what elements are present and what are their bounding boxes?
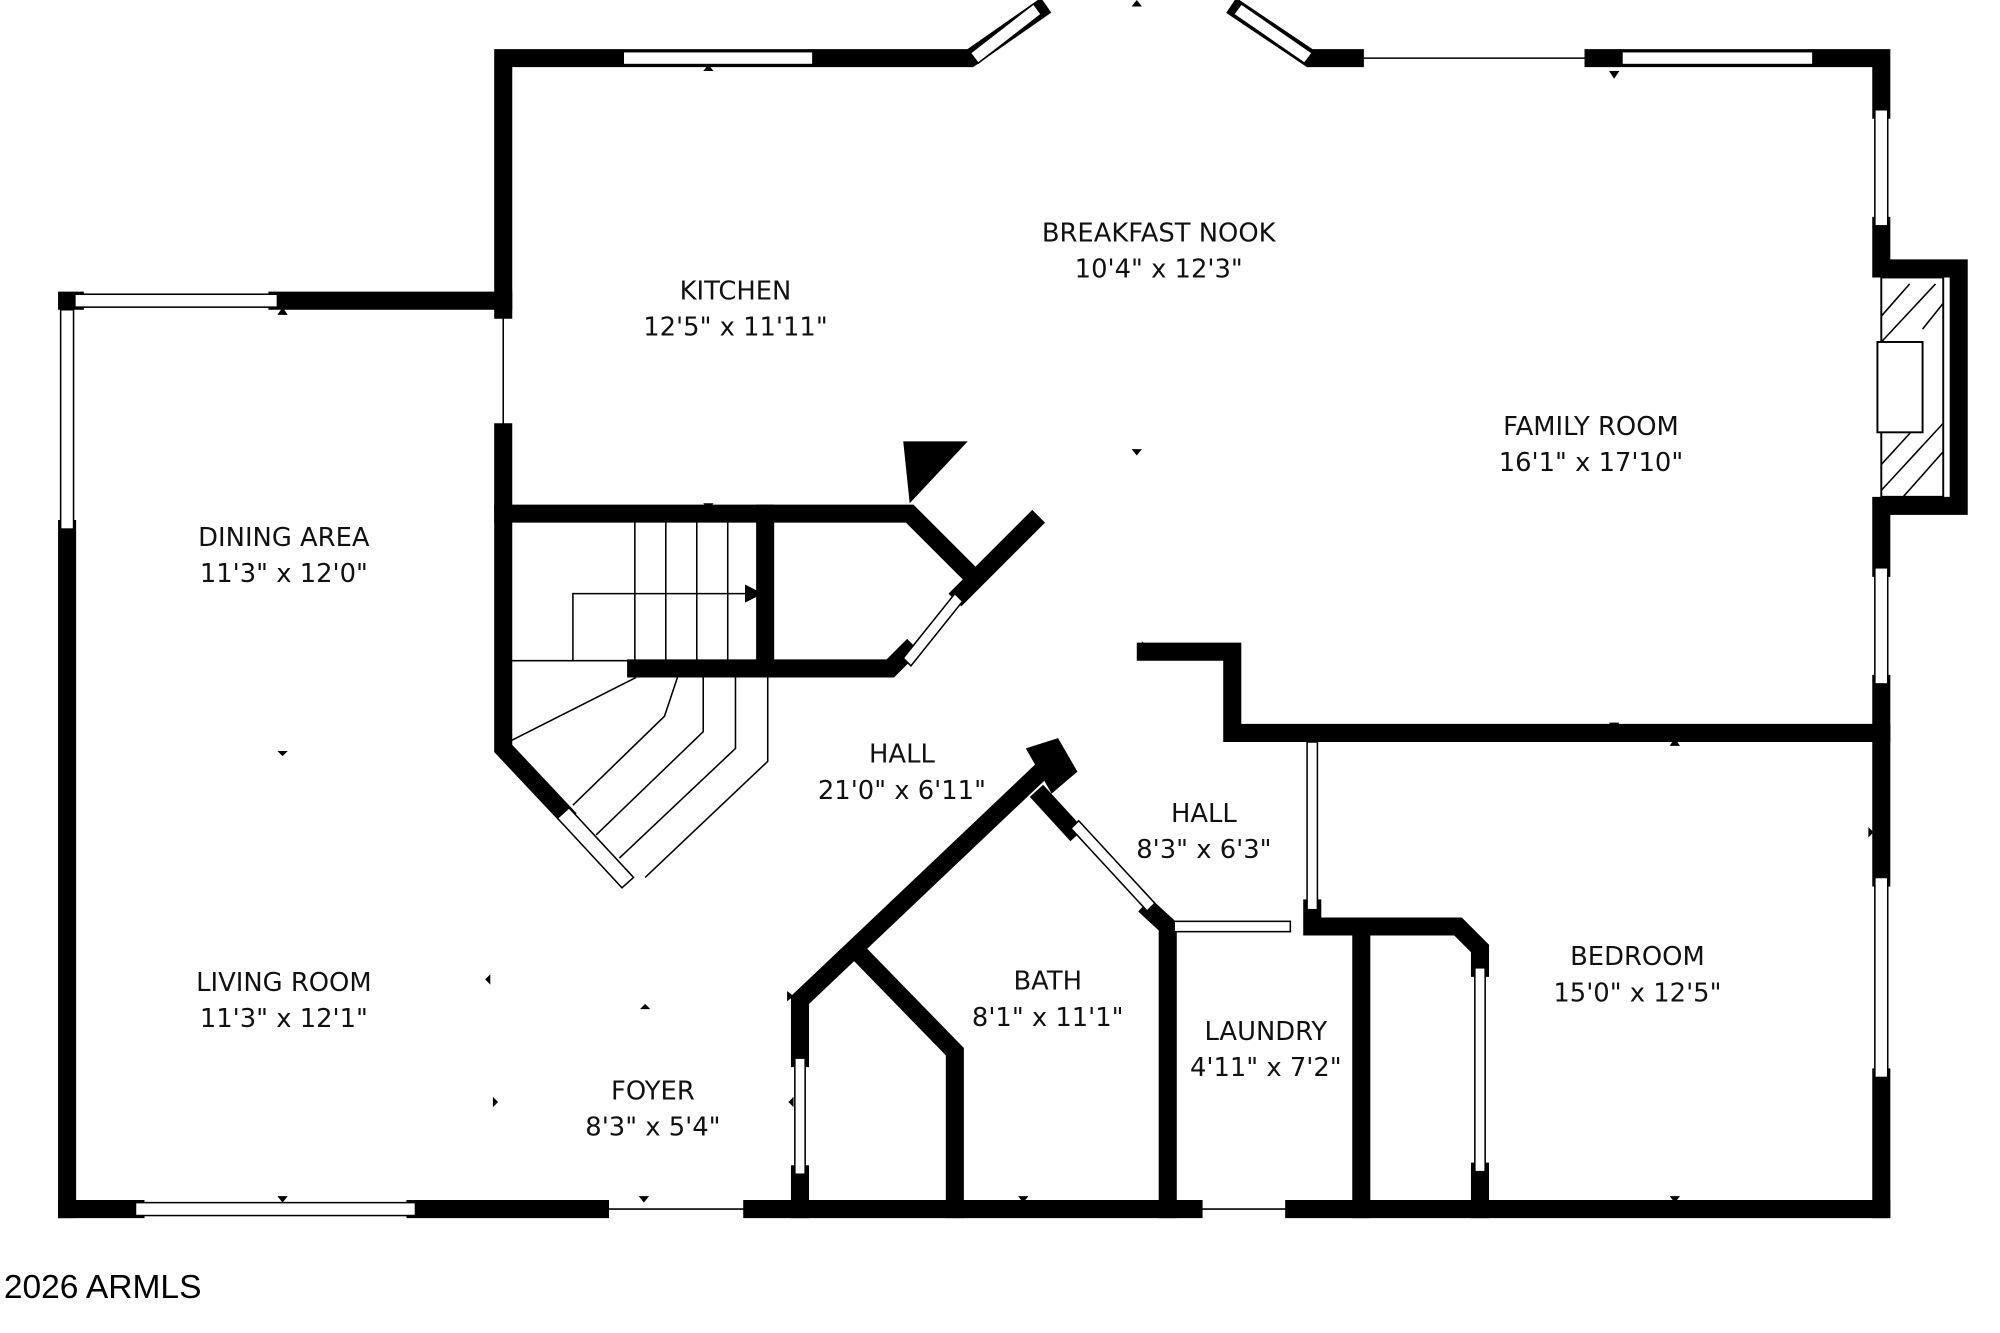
walls [58,0,1968,1219]
room-name: DINING AREA [198,523,370,553]
room-dims: 4'11" x 7'2" [1190,1053,1342,1083]
room-name: FAMILY ROOM [1503,412,1679,442]
room-name: LAUNDRY [1204,1017,1327,1047]
room-dims: 21'0" x 6'11" [818,776,986,806]
room-name: LIVING ROOM [196,968,372,998]
room-dims: 8'3" x 6'3" [1136,835,1271,865]
copyright-text: 2026 ARMLS [4,1269,202,1306]
room-dims: 10'4" x 12'3" [1075,254,1243,284]
room-dims: 8'1" x 11'1" [972,1003,1124,1033]
staircase [510,521,769,879]
room-name: HALL [1171,799,1237,829]
room-name: HALL [869,740,935,770]
room-name: BATH [1013,967,1082,997]
room-labels: BREAKFAST NOOK 10'4" x 12'3" KITCHEN 12'… [196,218,1721,1142]
room-dims: 15'0" x 12'5" [1553,978,1721,1008]
room-dims: 8'3" x 5'4" [585,1113,720,1143]
markers [277,0,1874,1203]
room-dims: 16'1" x 17'10" [1499,448,1683,478]
room-name: KITCHEN [680,276,792,306]
room-dims: 12'5" x 11'11" [643,313,827,343]
windows [59,2,1889,1217]
room-dims: 11'3" x 12'0" [200,559,368,589]
fireplace [1876,276,1945,498]
room-name: FOYER [611,1076,695,1106]
room-name: BEDROOM [1570,942,1705,972]
room-dims: 11'3" x 12'1" [200,1004,368,1034]
room-name: BREAKFAST NOOK [1042,218,1277,248]
